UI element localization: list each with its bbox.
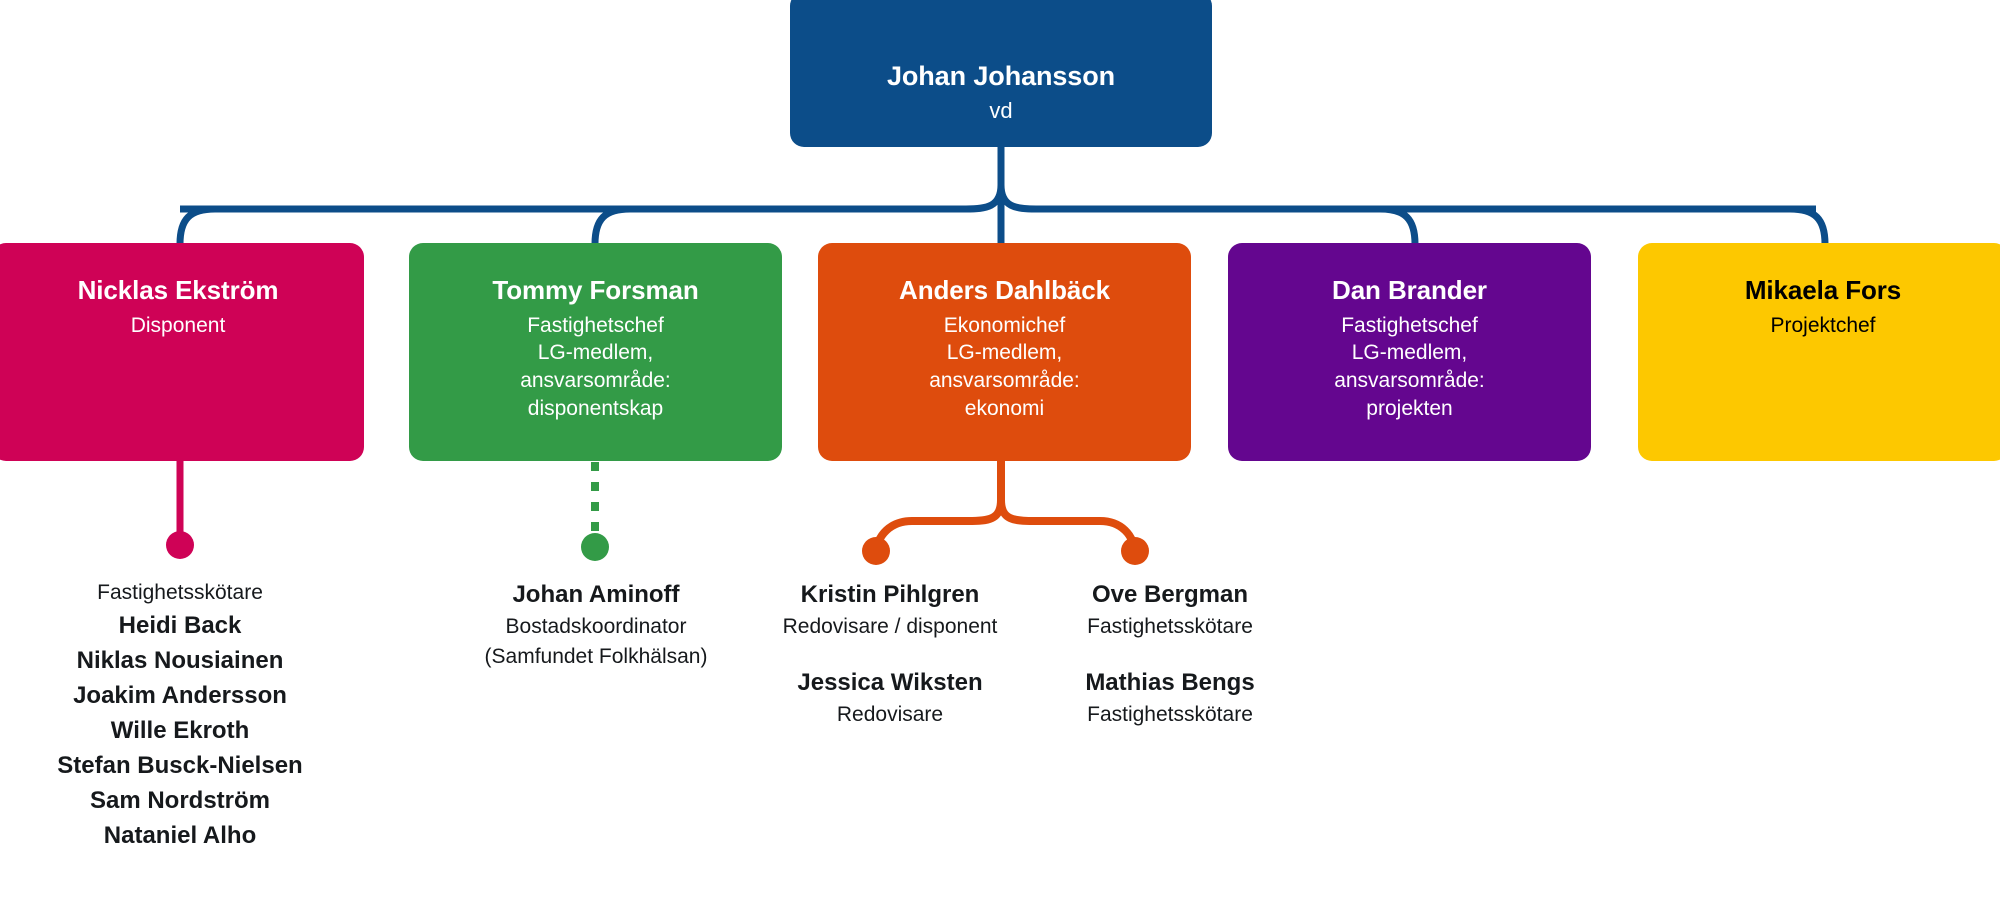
- leaf-person-name: Jessica Wiksten: [797, 668, 983, 696]
- node-tommy-forsman[interactable]: Tommy Forsman Fastighetschef LG-medlem, …: [409, 243, 782, 461]
- node-role: Ekonomichef LG-medlem, ansvarsområde: ek…: [929, 313, 1080, 420]
- node-name: Anders Dahlbäck: [899, 275, 1110, 305]
- dahlback-connector: [872, 461, 1139, 557]
- leaf-heading: Fastighetsskötare: [97, 581, 263, 604]
- root-branch-right: [997, 184, 1816, 213]
- node-name: Mikaela Fors: [1744, 275, 1902, 305]
- root-branch-left: [180, 184, 1005, 213]
- list-item: Joakim Andersson: [73, 681, 287, 709]
- leaf-group-johan-aminoff: Johan Aminoff Bostadskoordinator (Samfun…: [410, 578, 782, 672]
- leaf-group-ekonomi: Kristin Pihlgren Redovisare / disponent …: [740, 578, 1040, 730]
- list-item: Sam Nordström: [89, 786, 271, 814]
- leaf-person-name: Mathias Bengs: [1085, 668, 1255, 696]
- leaf-group-fastighet: Ove Bergman Fastighetsskötare Mathias Be…: [1020, 578, 1320, 730]
- list-item: Wille Ekroth: [110, 716, 250, 744]
- leaf-person: Ove Bergman Fastighetsskötare: [1020, 578, 1320, 642]
- root-connector-blue: [180, 147, 1816, 245]
- node-name: Nicklas Ekström: [77, 275, 279, 305]
- node-role: Projektchef: [1770, 313, 1876, 337]
- leaf-person-name: Ove Bergman: [1091, 581, 1249, 608]
- leaf-person: Mathias Bengs Fastighetsskötare: [1020, 666, 1320, 730]
- node-role: Disponent: [130, 313, 226, 337]
- leaf-person-role: Fastighetsskötare: [1087, 615, 1253, 639]
- node-name: Tommy Forsman: [492, 275, 699, 305]
- list-item: Nataniel Alho: [103, 822, 257, 849]
- leaf-person-role: Bostadskoordinator: [505, 615, 687, 639]
- forsman-connector: [581, 462, 609, 561]
- dahlback-branch-left: [872, 499, 1005, 557]
- node-nicklas-ekstrom[interactable]: Nicklas Ekström Disponent: [0, 243, 364, 461]
- list-item: Stefan Busck-Nielsen: [57, 751, 303, 779]
- leaf-person-role: Fastighetsskötare: [1087, 702, 1253, 726]
- node-mikaela-fors[interactable]: Mikaela Fors Projektchef: [1638, 243, 2000, 461]
- leaf-group-fastighetsskotare: Fastighetsskötare Heidi Back Niklas Nous…: [0, 578, 360, 853]
- node-role: Fastighetschef LG-medlem, ansvarsområde:…: [1334, 313, 1485, 420]
- leaf-person: Jessica Wiksten Redovisare: [740, 666, 1040, 730]
- ekstrom-connector: [166, 458, 194, 559]
- node-name: Johan Johansson: [886, 61, 1116, 92]
- list-item: Heidi Back: [118, 611, 242, 639]
- node-role: vd: [989, 97, 1013, 123]
- leaf-person: Kristin Pihlgren Redovisare / disponent: [740, 578, 1040, 642]
- dahlback-dot-right: [1121, 537, 1149, 565]
- leaf-person-org: (Samfundet Folkhälsan): [484, 644, 708, 668]
- dahlback-branch-right: [997, 499, 1139, 557]
- list-item: Niklas Nousiainen: [76, 646, 284, 674]
- dahlback-dot-left: [862, 537, 890, 565]
- node-dan-brander[interactable]: Dan Brander Fastighetschef LG-medlem, an…: [1228, 243, 1591, 461]
- leaf-person-name: Kristin Pihlgren: [800, 581, 980, 608]
- node-anders-dahlback[interactable]: Anders Dahlbäck Ekonomichef LG-medlem, a…: [818, 243, 1191, 461]
- node-johan-johansson[interactable]: Johan Johansson vd: [790, 0, 1212, 147]
- leaf-person-role: Redovisare / disponent: [782, 615, 998, 639]
- node-role: Fastighetschef LG-medlem, ansvarsområde:…: [520, 313, 671, 420]
- leaf-person-role: Redovisare: [836, 702, 944, 726]
- leaf-person-name: Johan Aminoff: [512, 581, 680, 608]
- node-name: Dan Brander: [1332, 275, 1487, 305]
